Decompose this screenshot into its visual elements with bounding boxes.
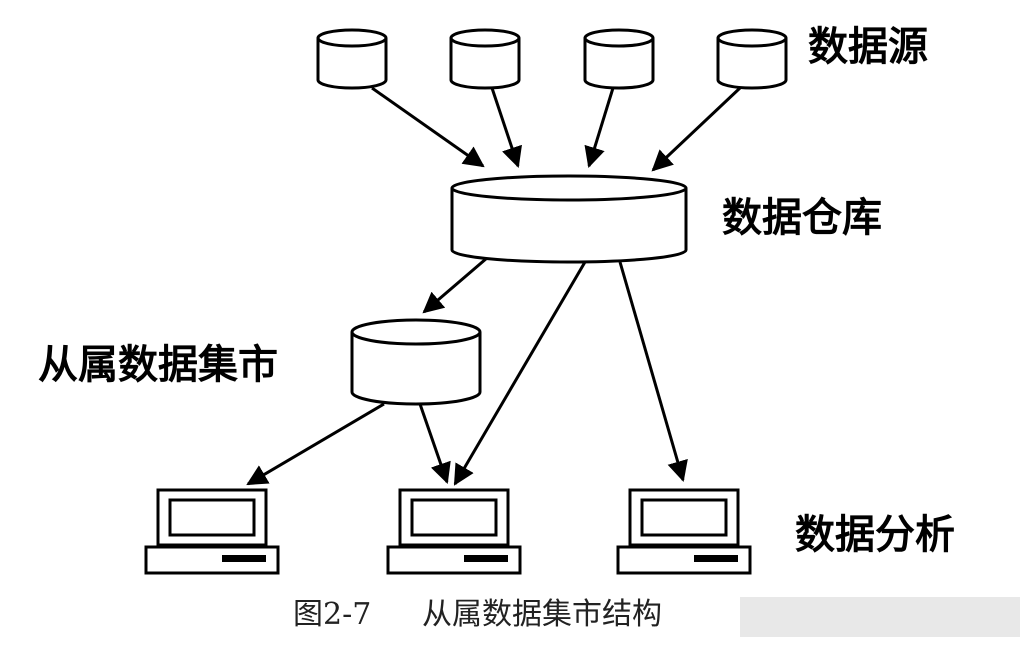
caption-figure-number: 图2-7 bbox=[293, 597, 371, 632]
label-data-analysis: 数据分析 bbox=[795, 512, 955, 558]
arrow-warehouse-to-computer3 bbox=[618, 261, 688, 483]
analysis-computer-3 bbox=[616, 488, 752, 575]
label-dependent-mart: 从属数据集市 bbox=[38, 342, 278, 388]
source-database-1 bbox=[316, 28, 388, 90]
arrow-source1-to-warehouse bbox=[371, 86, 485, 168]
source-database-2 bbox=[449, 28, 521, 90]
source-database-4 bbox=[716, 28, 788, 90]
caption-blurred-region bbox=[740, 597, 1020, 637]
arrow-source2-to-warehouse bbox=[490, 87, 522, 168]
data-warehouse-cylinder bbox=[450, 174, 688, 264]
dependent-mart-cylinder bbox=[350, 318, 482, 406]
arrow-source4-to-warehouse bbox=[651, 86, 742, 172]
arrow-mart-to-computer2 bbox=[418, 403, 451, 484]
arrow-mart-to-computer1 bbox=[246, 402, 385, 486]
analysis-computer-2 bbox=[386, 488, 522, 575]
analysis-computer-1 bbox=[144, 488, 280, 575]
arrow-warehouse-to-computer2 bbox=[453, 261, 587, 486]
caption-title: 从属数据集市结构 bbox=[422, 597, 662, 632]
source-database-3 bbox=[583, 28, 655, 90]
arrow-source3-to-warehouse bbox=[584, 87, 615, 169]
arrow-warehouse-to-mart bbox=[422, 256, 488, 314]
label-data-sources: 数据源 bbox=[808, 24, 928, 70]
label-data-warehouse: 数据仓库 bbox=[722, 195, 882, 241]
